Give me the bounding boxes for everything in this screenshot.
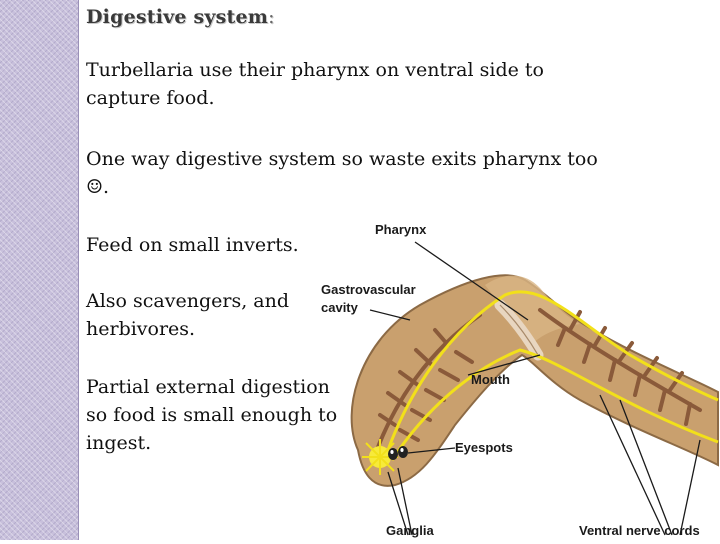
eyespots-marks — [388, 446, 408, 460]
slide-title: Digestive system: — [86, 6, 275, 28]
label-eyespots: Eyespots — [455, 440, 513, 455]
worm-body — [350, 274, 719, 487]
label-ventral-nerve-cords: Ventral nerve cords — [579, 523, 700, 538]
bullet-item: Turbellaria use their pharynx on ventral… — [86, 59, 544, 109]
leader-lines — [369, 241, 701, 536]
label-cavity: cavity — [321, 300, 358, 315]
bullet-item: One way digestive system so waste exits … — [86, 148, 598, 198]
label-mouth: Mouth — [471, 372, 510, 387]
slide-title-text: Digestive system — [86, 6, 269, 28]
ganglia — [362, 439, 398, 475]
planarian-diagram: Pharynx Gastrovascular cavity Mouth Eyes… — [300, 210, 720, 540]
label-pharynx: Pharynx — [375, 222, 427, 237]
bullet-item: Also scavengers, and herbivores. — [86, 290, 290, 340]
planarian-illustration — [350, 241, 719, 536]
decorative-side-band — [0, 0, 79, 540]
label-ganglia: Ganglia — [386, 523, 434, 538]
bullet-item: Feed on small inverts. — [86, 234, 299, 256]
slide-title-colon: : — [268, 6, 275, 28]
bullet-item: Partial external digestion so food is sm… — [86, 376, 338, 454]
ventral-nerve-cords — [386, 290, 719, 461]
label-gastrovascular: Gastrovascular — [321, 282, 416, 297]
